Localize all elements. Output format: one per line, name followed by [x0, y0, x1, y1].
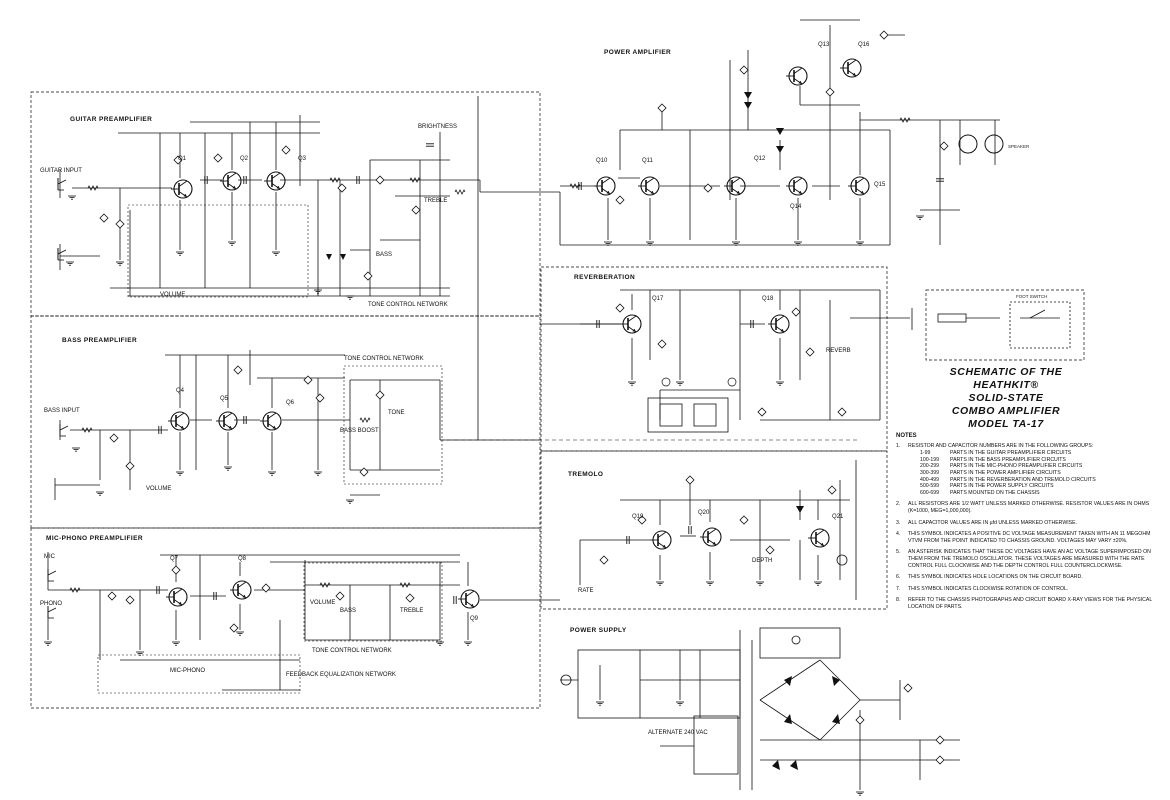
note-5: 5.AN ASTERISK INDICATES THAT THESE DC VO…	[896, 549, 1151, 569]
q7-transistor	[165, 587, 188, 607]
q13-transistor	[785, 66, 808, 86]
q17-label: Q17	[652, 296, 664, 302]
q20-transistor	[699, 527, 722, 547]
notes-block: NOTES 1. RESISTOR AND CAPACITOR NUMBERS …	[896, 433, 1158, 615]
title-line-3: SOLID-STATE	[968, 392, 1044, 404]
q2-transistor	[219, 171, 242, 191]
q13-label: Q13	[818, 42, 830, 48]
q10-label: Q10	[596, 158, 608, 164]
mic-bass-label: BASS	[340, 608, 356, 614]
note-4: 4.THIS SYMBOL INDICATES A POSITIVE DC VO…	[896, 531, 1151, 544]
q19-label: Q19	[632, 514, 644, 520]
q21-transistor	[807, 528, 830, 548]
tone-label: TONE	[388, 410, 405, 416]
q5-transistor	[215, 411, 238, 431]
bass-volume-label: VOLUME	[146, 486, 171, 492]
brightness-label: BRIGHTNESS	[418, 124, 457, 130]
q12-label: Q12	[754, 156, 766, 162]
q15-transistor	[847, 176, 870, 196]
q1-label: Q1	[178, 156, 187, 162]
guitar-preamp-label: GUITAR PREAMPLIFIER	[70, 116, 152, 123]
q15-label: Q15	[874, 182, 886, 188]
note-8: 8.REFER TO THE CHASSIS PHOTOGRAPHS AND C…	[896, 597, 1153, 610]
schematic-title: SCHEMATIC OF THE HEATHKIT® SOLID-STATE C…	[926, 366, 1086, 431]
mic-label: MIC	[44, 554, 56, 560]
q17-transistor	[619, 314, 642, 334]
title-line-5: MODEL TA-17	[968, 418, 1044, 430]
bass-boost-label: BASS BOOST	[340, 428, 379, 434]
reverb-label: REVERB	[826, 348, 851, 354]
q6-transistor	[259, 411, 282, 431]
q6-label: Q6	[286, 400, 295, 406]
q9-label: Q9	[470, 616, 479, 622]
power-amplifier-label: POWER AMPLIFIER	[604, 49, 671, 56]
q16-transistor	[839, 58, 862, 78]
q16-label: Q16	[858, 42, 870, 48]
speaker-label: SPEAKER	[1008, 144, 1030, 149]
q18-label: Q18	[762, 296, 774, 302]
q18-transistor	[767, 314, 790, 334]
mic-volume-label: VOLUME	[310, 600, 335, 606]
q8-transistor	[229, 580, 252, 600]
bass-input-label: BASS INPUT	[44, 408, 80, 414]
q10-transistor	[593, 176, 616, 196]
rate-label: RATE	[578, 588, 594, 594]
guitar-volume-label: VOLUME	[160, 292, 185, 298]
notes-heading: NOTES	[896, 433, 917, 439]
q14-label: Q14	[790, 204, 802, 210]
q11-transistor	[637, 176, 660, 196]
q11-label: Q11	[642, 158, 654, 164]
guitar-tone-network-label: TONE CONTROL NETWORK	[368, 302, 448, 308]
q9-transistor	[457, 589, 480, 609]
q3-label: Q3	[298, 156, 307, 162]
mic-treble-label: TREBLE	[400, 608, 423, 614]
alternate-ac-label: ALTERNATE 240 VAC	[648, 730, 708, 736]
q1-transistor	[170, 179, 193, 199]
note-2: 2.ALL RESISTORS ARE 1/2 WATT UNLESS MARK…	[896, 501, 1150, 514]
phono-label: PHONO	[40, 601, 62, 607]
q4-transistor	[167, 411, 190, 431]
guitar-input-label: GUITAR INPUT	[40, 168, 82, 174]
q20-label: Q20	[698, 510, 710, 516]
title-line-1: SCHEMATIC OF THE	[949, 366, 1063, 378]
foot-switch-label: FOOT SWITCH	[1016, 294, 1047, 299]
note-7: 7.THIS SYMBOL INDICATES CLOCKWISE ROTATI…	[896, 585, 1069, 592]
note-6: 6.THIS SYMBOL INDICATES HOLE LOCATIONS O…	[896, 574, 1083, 581]
q7-label: Q7	[170, 556, 179, 562]
q8-label: Q8	[238, 556, 247, 562]
bass-preamp-label: BASS PREAMPLIFIER	[62, 337, 137, 344]
power-supply-label: POWER SUPPLY	[570, 627, 627, 634]
bass-tone-network-label: TONE CONTROL NETWORK	[344, 356, 424, 362]
q5-label: Q5	[220, 396, 229, 402]
q19-transistor	[649, 530, 672, 550]
feedback-network-label: FEEDBACK EQUALIZATION NETWORK	[286, 672, 396, 678]
note-3: 3.ALL CAPACITOR VALUES ARE IN µfd UNLESS…	[896, 519, 1078, 526]
q2-label: Q2	[240, 156, 249, 162]
mic-phono-switch-label: MIC-PHONO	[170, 668, 205, 674]
q4-label: Q4	[176, 388, 185, 394]
q14-transistor	[785, 176, 808, 196]
treble-label: TREBLE	[424, 198, 447, 204]
q3-transistor	[263, 171, 286, 191]
title-line-4: COMBO AMPLIFIER	[951, 405, 1061, 417]
mic-tone-network-label: TONE CONTROL NETWORK	[312, 648, 392, 654]
q21-label: Q21	[832, 514, 844, 520]
depth-label: DEPTH	[752, 558, 772, 564]
reverberation-label: REVERBERATION	[574, 274, 635, 281]
title-line-2: HEATHKIT®	[973, 379, 1039, 391]
bass-label: BASS	[376, 252, 392, 258]
tremolo-label: TREMOLO	[568, 471, 603, 478]
mic-phono-preamp-label: MIC-PHONO PREAMPLIFIER	[46, 535, 143, 542]
note-1: 1. RESISTOR AND CAPACITOR NUMBERS ARE IN…	[896, 443, 1158, 497]
